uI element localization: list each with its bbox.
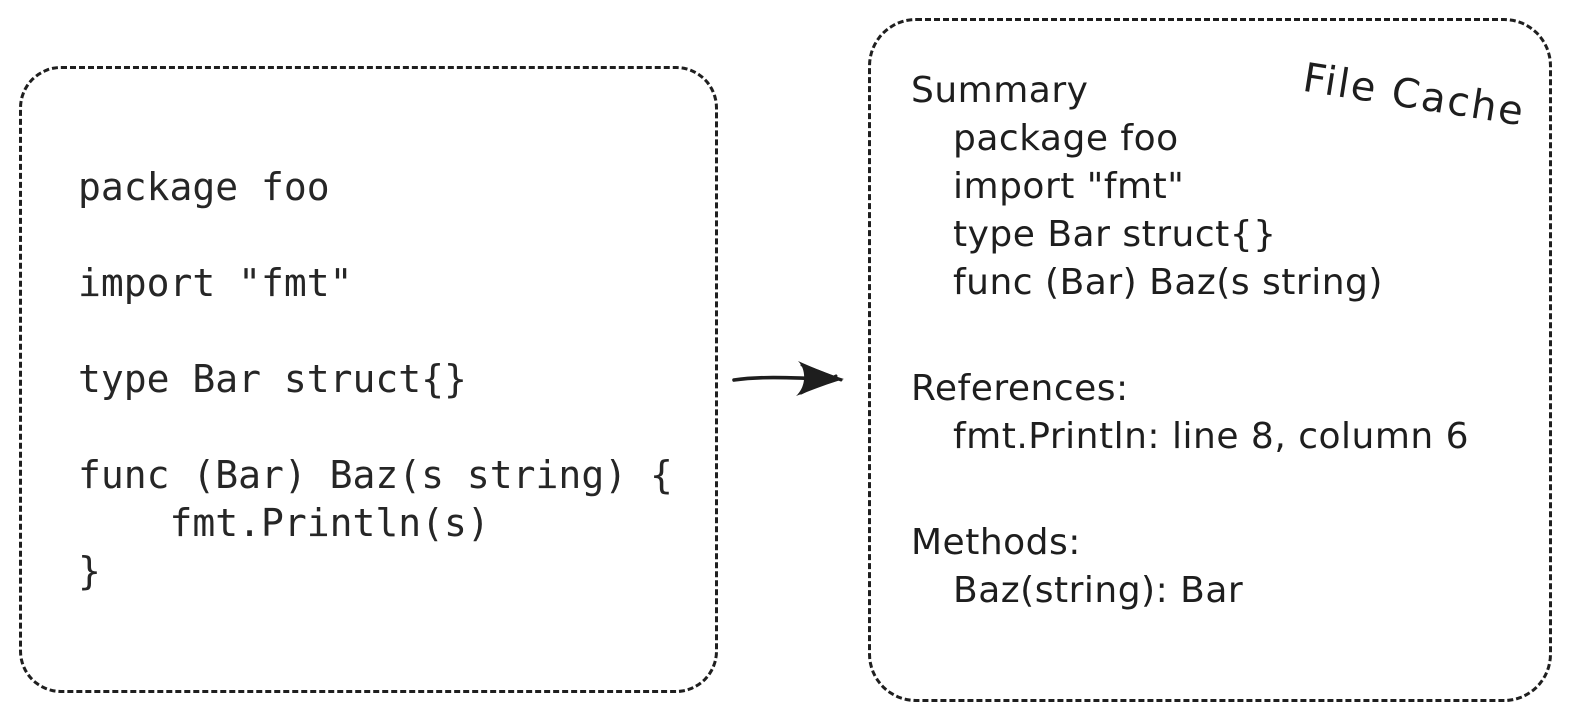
right-arrow-icon <box>732 361 844 396</box>
file-cache-content: Summary package foo import "fmt" type Ba… <box>911 67 1469 615</box>
go-source-code: package foo import "fmt" type Bar struct… <box>78 165 673 593</box>
file-cache-box: File Cache Summary package foo import "f… <box>868 18 1552 702</box>
summary-item: import "fmt" <box>953 166 1185 207</box>
summary-item: func (Bar) Baz(s string) <box>953 262 1383 303</box>
transform-arrow <box>731 352 849 408</box>
reference-item: fmt.Println: line 8, column 6 <box>953 416 1470 457</box>
references-section: References: fmt.Println: line 8, column … <box>911 365 1469 461</box>
section-heading-summary: Summary <box>911 70 1089 111</box>
section-heading-references: References: <box>911 368 1129 409</box>
summary-item: type Bar struct{} <box>953 214 1277 255</box>
section-heading-methods: Methods: <box>911 522 1081 563</box>
summary-item: package foo <box>953 118 1179 159</box>
method-item: Baz(string): Bar <box>953 570 1244 611</box>
summary-section: Summary package foo import "fmt" type Ba… <box>911 67 1469 307</box>
source-code-box: package foo import "fmt" type Bar struct… <box>19 66 718 693</box>
methods-section: Methods: Baz(string): Bar <box>911 519 1469 615</box>
